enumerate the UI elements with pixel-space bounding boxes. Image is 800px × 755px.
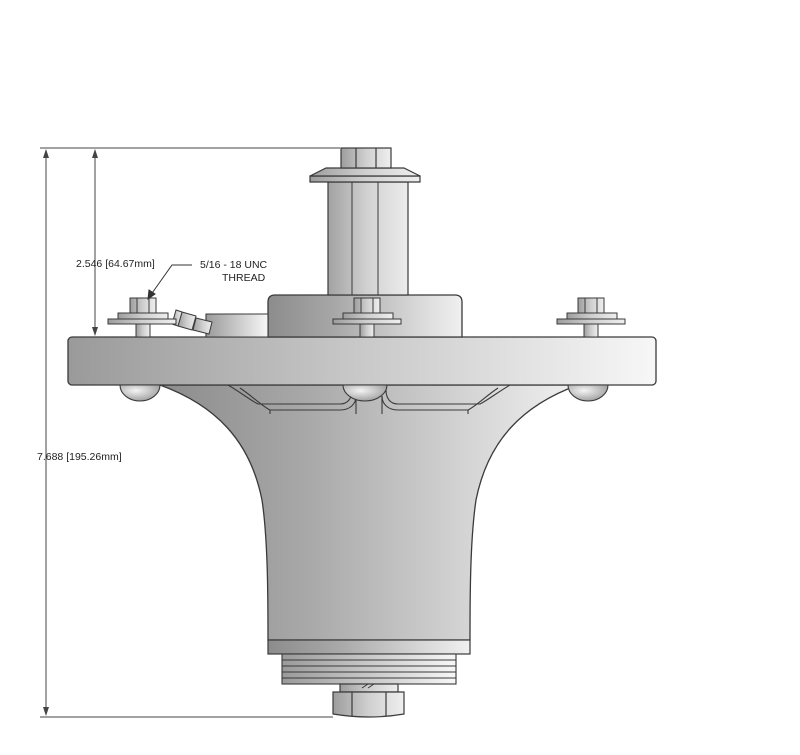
- arrow-up-icon: [43, 149, 49, 158]
- ball-right: [567, 384, 609, 402]
- housing-ribs: [227, 384, 511, 414]
- ball-left: [119, 384, 161, 402]
- bearing-balls: [119, 384, 609, 402]
- flange-bolts: [107, 297, 626, 338]
- dimension-arrows: [43, 149, 98, 716]
- dimension-lines: [40, 147, 340, 718]
- bottom-nut: [332, 683, 405, 718]
- grease-boss: [205, 313, 269, 338]
- thread-spec-label: 5/16 - 18 UNC: [200, 259, 268, 271]
- total-height-label: 7.688 [195.26mm]: [37, 451, 122, 463]
- upper-height-label: 2.546 [64.67mm]: [76, 258, 155, 270]
- top-nut: [309, 147, 421, 183]
- leader-arrow-icon: [147, 289, 156, 301]
- thread-callout-leader: [147, 264, 192, 301]
- bolt-center: [332, 297, 402, 338]
- spindle-shaft: [327, 181, 409, 296]
- thread-type-label: THREAD: [222, 272, 266, 284]
- arrow-up-icon: [92, 149, 98, 158]
- arrow-down-icon: [92, 327, 98, 336]
- lower-collar: [267, 639, 471, 655]
- mounting-flange: [67, 336, 657, 386]
- bolt-left: [107, 297, 177, 338]
- bolt-right: [556, 297, 626, 338]
- ball-center: [342, 384, 388, 402]
- pulley-rings: [281, 653, 457, 685]
- spindle-housing: [159, 384, 579, 641]
- arrow-down-icon: [43, 707, 49, 716]
